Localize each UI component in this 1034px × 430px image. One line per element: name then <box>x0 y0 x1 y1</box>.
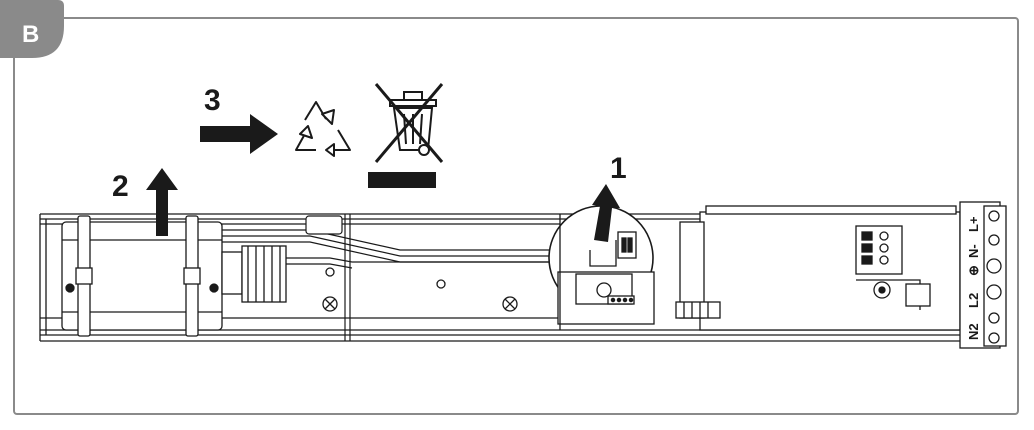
panel-badge: B <box>0 0 64 58</box>
control-board <box>675 205 961 331</box>
step-2-arrow-icon <box>146 168 178 236</box>
step-3-arrow-icon <box>200 114 278 154</box>
hole <box>436 279 446 289</box>
weee-underline-bar <box>368 172 436 188</box>
terminal-label-ground: ⊕ <box>966 265 981 276</box>
panel-badge-label: B <box>22 21 39 48</box>
step-1-arrow-icon <box>592 184 620 242</box>
motor-unit <box>61 215 287 337</box>
terminal-labels: L+ N- ⊕ L2 N2 <box>966 216 981 340</box>
terminal-label-n2: N2 <box>966 323 981 340</box>
terminal-label-l2: L2 <box>966 293 981 308</box>
terminal-label-l-plus: L+ <box>966 216 981 232</box>
panel-border <box>13 17 1019 415</box>
detail-magnifier <box>548 205 655 330</box>
recycle-icon <box>295 101 351 157</box>
terminal-block <box>959 201 1007 349</box>
hole <box>325 267 335 277</box>
terminal-label-n-minus: N- <box>966 244 981 258</box>
step-1-label: 1 <box>610 152 627 185</box>
mounting-screws <box>322 267 518 312</box>
cable-harness <box>222 214 560 341</box>
step-2-label: 2 <box>112 170 129 203</box>
crossed-out-wheelie-bin-icon <box>374 83 444 163</box>
step-3-label: 3 <box>204 84 221 117</box>
